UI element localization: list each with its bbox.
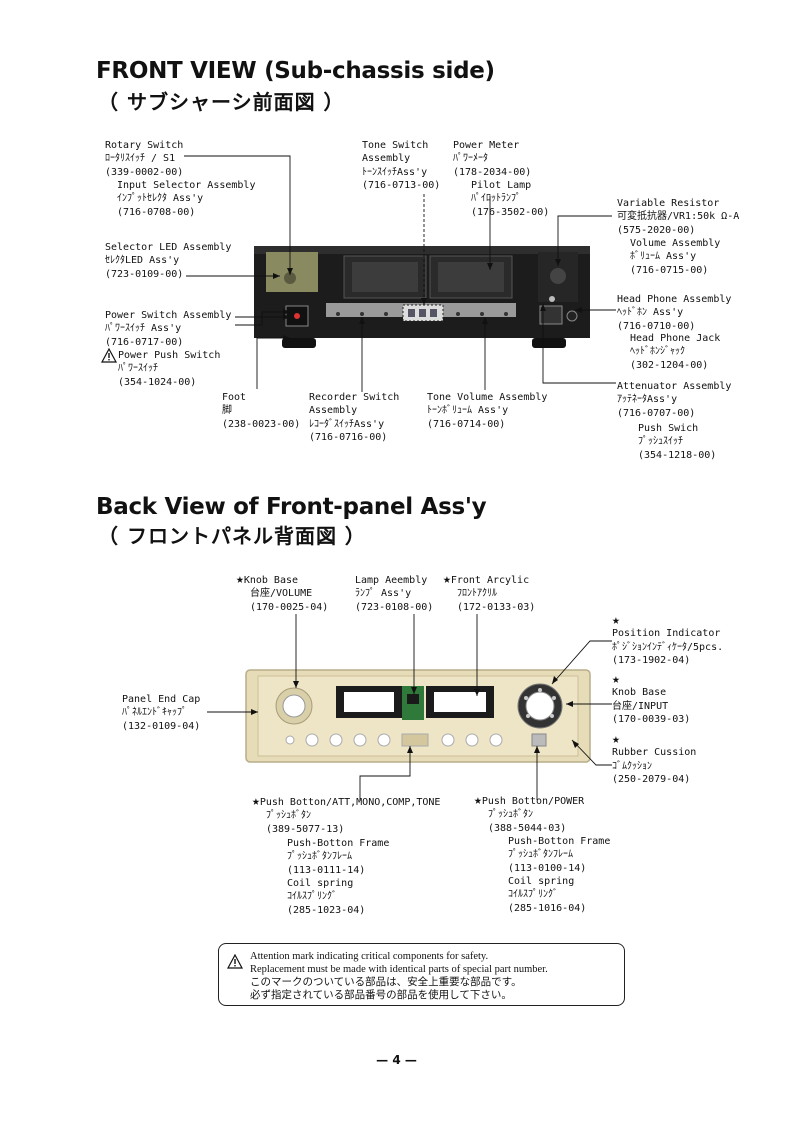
star-icon: ★ [612,673,690,686]
star-icon: ★ [236,572,244,587]
warning-triangle-icon [227,954,243,969]
notice-line-3: このマークのついている部品は、安全上重要な部品です。 [250,976,548,989]
star-icon: ★ [612,733,696,746]
star-icon: ★ [252,794,260,809]
notice-text: Attention mark indicating critical compo… [250,950,548,1002]
star-icon: ★ [474,793,482,808]
star-icon: ★ [612,614,723,627]
notice-line-1: Attention mark indicating critical compo… [250,950,548,963]
star-icon: ★ [443,572,451,587]
notice-line-4: 必ず指定されている部品番号の部品を使用して下さい。 [250,989,548,1002]
notice-line-2: Replacement must be made with identical … [250,963,548,976]
page-number: — 4 — [0,1053,793,1067]
push-button-frame [402,734,428,746]
safety-notice-box: Attention mark indicating critical compo… [218,943,625,1006]
